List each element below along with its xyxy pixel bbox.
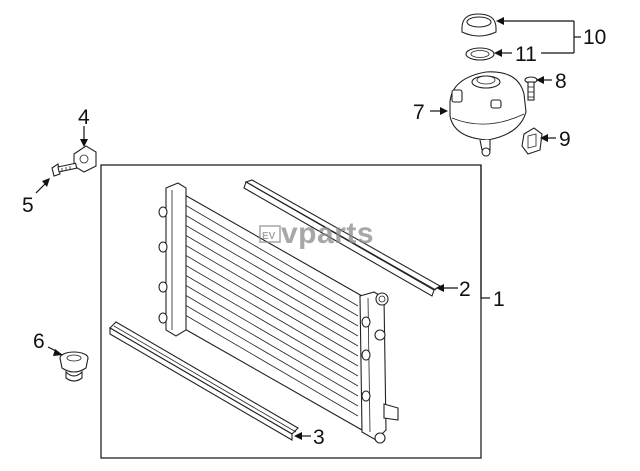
callout-6[interactable]: 6 — [33, 330, 45, 353]
watermark-badge — [259, 225, 281, 243]
callout-8[interactable]: 8 — [555, 70, 567, 93]
radiator-group-frame — [100, 164, 482, 459]
callout-3[interactable]: 3 — [313, 426, 325, 449]
bolt[interactable] — [51, 162, 78, 177]
reservoir-cap[interactable] — [461, 13, 497, 37]
clip-nut[interactable] — [521, 127, 543, 155]
radiator-core-fins — [179, 201, 359, 417]
rubber-mount[interactable] — [59, 351, 89, 382]
watermark-badge-text: EV — [262, 231, 276, 242]
cap-seal-ring[interactable] — [465, 47, 495, 61]
watermark-text: vparts — [281, 217, 374, 250]
callout-2[interactable]: 2 — [459, 278, 471, 301]
mounting-bracket[interactable] — [73, 145, 97, 173]
upper-seal-strip[interactable] — [243, 179, 442, 297]
callout-5[interactable]: 5 — [22, 194, 34, 217]
lower-seal-strip[interactable] — [109, 321, 299, 441]
watermark: EV vparts — [259, 217, 374, 250]
radiator-left-tank — [165, 182, 187, 337]
leader-lines — [35, 17, 581, 440]
radiator[interactable] — [158, 182, 399, 444]
callout-labels: 1 2 3 4 5 6 7 8 9 10 11 — [22, 26, 606, 449]
callout-10[interactable]: 10 — [583, 26, 606, 49]
screw[interactable] — [524, 76, 538, 101]
callout-7[interactable]: 7 — [413, 101, 425, 124]
callout-1[interactable]: 1 — [493, 288, 505, 311]
callout-11[interactable]: 11 — [515, 43, 537, 66]
callout-4[interactable]: 4 — [78, 106, 90, 129]
coolant-reservoir[interactable] — [449, 71, 527, 157]
callout-9[interactable]: 9 — [559, 128, 571, 151]
radiator-right-tank — [359, 291, 387, 441]
